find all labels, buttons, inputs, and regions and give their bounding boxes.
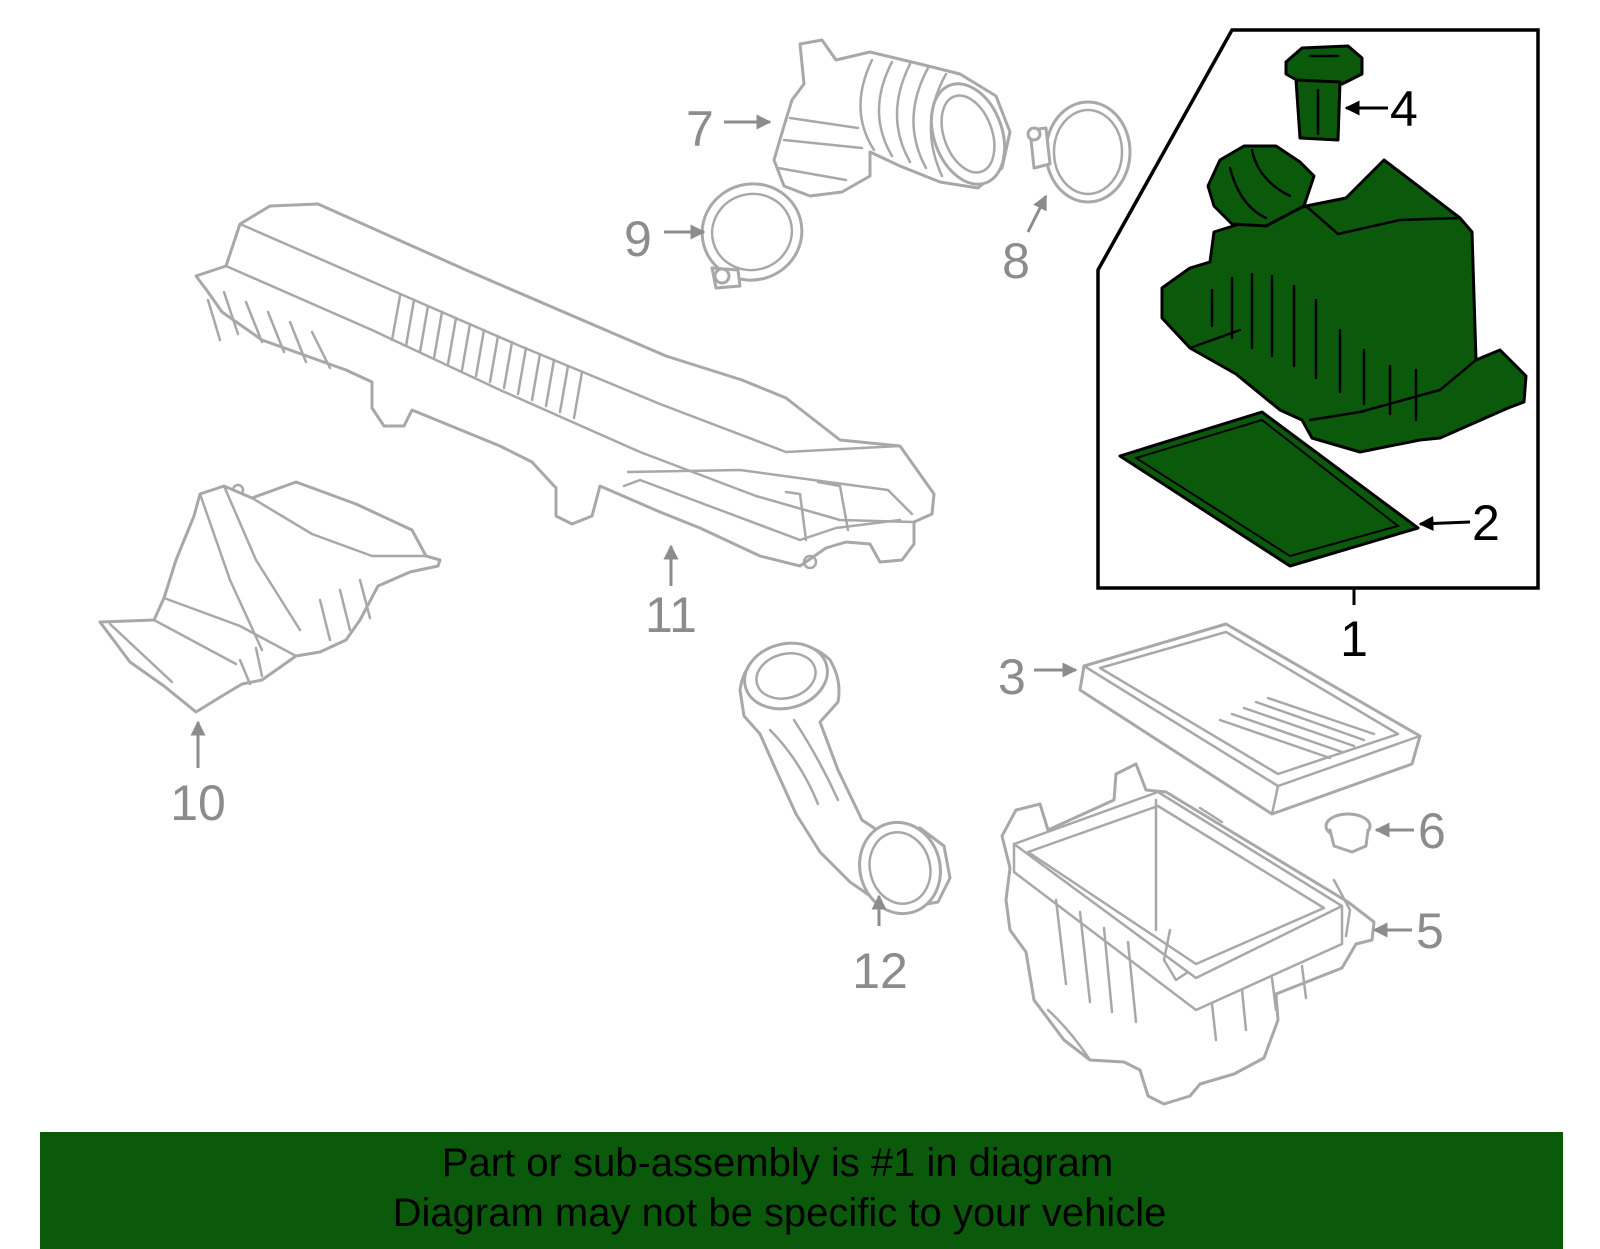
callout-2[interactable]: 2 xyxy=(1472,495,1500,551)
info-banner: Part or sub-assembly is #1 in diagram Di… xyxy=(40,1132,1563,1249)
callout-5[interactable]: 5 xyxy=(1416,903,1444,959)
part-1-housing[interactable] xyxy=(1160,144,1528,454)
leader-lines xyxy=(190,100,1471,938)
subassembly-box xyxy=(1096,28,1540,605)
part-12-elbow-hose[interactable] xyxy=(737,634,952,923)
part-7-intake-hose[interactable] xyxy=(772,38,1018,198)
banner-line-2: Diagram may not be specific to your vehi… xyxy=(392,1191,1167,1235)
callout-11[interactable]: 11 xyxy=(645,587,697,643)
callout-12[interactable]: 12 xyxy=(852,943,908,999)
callout-8[interactable]: 8 xyxy=(1002,233,1030,289)
callouts: 1 2 4 7 8 9 10 11 12 3 6 5 xyxy=(170,81,1500,999)
part-5-lower-case[interactable] xyxy=(1000,762,1376,1106)
banner-line-1: Part or sub-assembly is #1 in diagram xyxy=(441,1141,1114,1185)
leader-8 xyxy=(1026,194,1048,233)
leader-2 xyxy=(1418,515,1471,531)
part-11-intake-duct[interactable] xyxy=(194,202,936,570)
callout-6[interactable]: 6 xyxy=(1418,803,1446,859)
callout-1[interactable]: 1 xyxy=(1340,611,1368,667)
part-6-grommet[interactable] xyxy=(1324,812,1372,854)
callout-7[interactable]: 7 xyxy=(686,101,714,157)
callout-3[interactable]: 3 xyxy=(998,649,1026,705)
part-10-air-guide[interactable] xyxy=(98,480,442,714)
part-9-clamp[interactable] xyxy=(691,173,812,292)
part-8-clamp[interactable] xyxy=(1026,100,1132,204)
callout-9[interactable]: 9 xyxy=(624,211,652,267)
callout-4[interactable]: 4 xyxy=(1390,81,1418,137)
part-4-sensor[interactable] xyxy=(1284,44,1364,142)
part-3-air-filter[interactable] xyxy=(1078,622,1422,816)
part-2-seal[interactable] xyxy=(1118,410,1420,568)
callout-10[interactable]: 10 xyxy=(170,775,226,831)
